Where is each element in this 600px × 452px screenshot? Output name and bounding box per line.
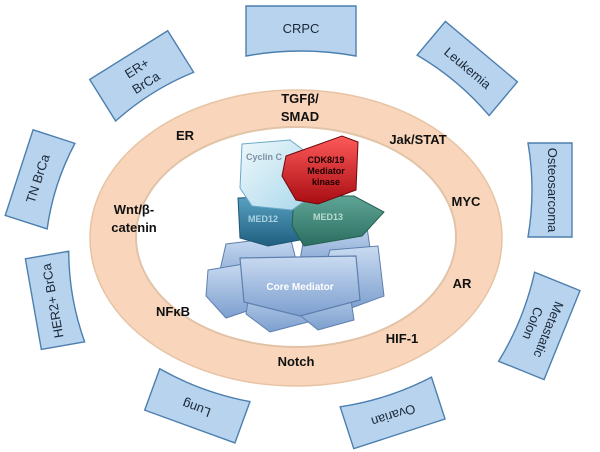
disease-card-tn-brca: TN BrCa [4, 128, 76, 230]
pathway-catenin: catenin [111, 220, 157, 235]
pathway-hif1: HIF-1 [386, 331, 419, 346]
core-mediator: Core Mediator [205, 219, 385, 333]
core-mediator-label: Core Mediator [266, 282, 333, 293]
cyclin-c-label: Cyclin C [246, 152, 283, 162]
disease-card-osteosarcoma: Osteosarcoma [527, 142, 573, 238]
cdk-label-2: Mediator [307, 166, 345, 176]
pathway-nfkb: NFκB [156, 304, 190, 319]
pathway-tgfb: TGFβ/ [281, 91, 319, 106]
disease-label: CRPC [283, 21, 320, 36]
disease-label: Osteosarcoma [545, 148, 560, 233]
pathway-er: ER [176, 128, 195, 143]
med13-subunit: MED13 [291, 195, 385, 247]
disease-card-lung: Lung [143, 367, 251, 444]
cdk-label-1: CDK8/19 [307, 155, 344, 165]
disease-card-leukemia: Leukemia [416, 20, 519, 117]
pathway-wnt: Wnt/β- [114, 202, 154, 217]
med13-label: MED13 [313, 212, 343, 222]
cdk-label-3: kinase [312, 177, 340, 187]
disease-card-crpc: CRPC [245, 5, 357, 57]
pathway-notch: Notch [278, 354, 315, 369]
mediator-complex: Core Mediator MED12 MED13 Cyclin C CDK8/… [205, 135, 385, 333]
pathway-labels: TGFβ/ SMAD Jak/STAT MYC AR HIF-1 Notch N… [111, 91, 481, 369]
pathway-jak-stat: Jak/STAT [389, 132, 446, 147]
med12-label: MED12 [248, 214, 278, 224]
cdk8-19-kinase: CDK8/19 Mediator kinase [281, 135, 359, 205]
disease-card-ovarian: Ovarian [339, 376, 446, 450]
pathway-ar: AR [453, 276, 472, 291]
pathway-smad: SMAD [281, 109, 319, 124]
disease-card-her2-brca: HER2+ BrCa [24, 250, 86, 351]
disease-card-er-brca: ER+ BrCa [88, 29, 195, 123]
disease-card-metastatic-colon: Metastatic Colon [497, 271, 581, 381]
pathway-myc: MYC [452, 194, 482, 209]
